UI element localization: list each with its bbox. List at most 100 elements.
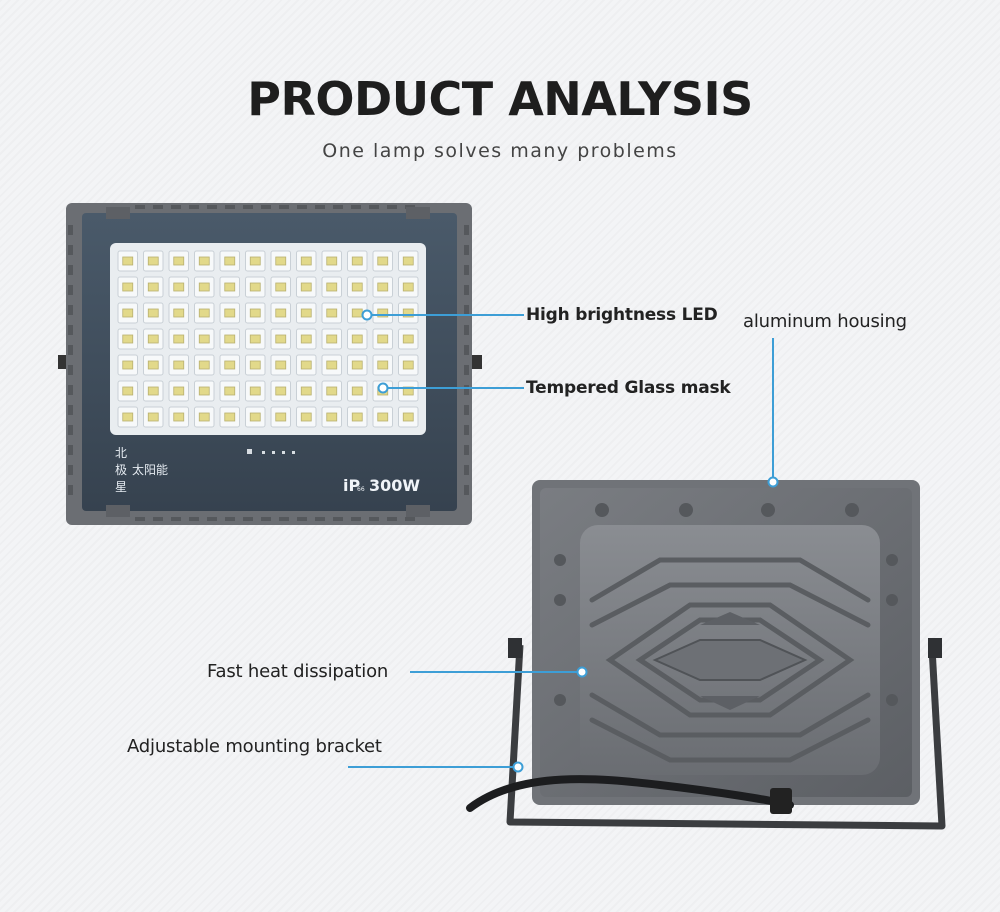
screw-bosses — [554, 503, 898, 706]
bracket-knob-right — [928, 638, 942, 658]
fin-tick — [405, 517, 415, 521]
clip — [406, 505, 430, 517]
led-chip — [351, 334, 363, 344]
led-chip — [377, 412, 389, 422]
led-chip — [173, 386, 185, 396]
led-chip — [326, 412, 338, 422]
fin-tick — [464, 285, 469, 295]
fin-tick — [68, 345, 73, 355]
fin-tick — [68, 405, 73, 415]
led-chip — [173, 334, 185, 344]
side-knob-right — [470, 355, 482, 369]
led-chip — [198, 256, 210, 266]
led-chip — [402, 308, 414, 318]
cable-gland — [770, 788, 792, 814]
led-chip — [377, 282, 389, 292]
led-chip — [326, 282, 338, 292]
ip-rating: iP — [343, 476, 360, 495]
fin-tick — [464, 365, 469, 375]
back-lamp — [466, 480, 946, 830]
clip — [106, 505, 130, 517]
led-chip — [300, 282, 312, 292]
power-cable — [466, 775, 794, 812]
fin-tick — [153, 205, 163, 209]
led-chip — [198, 412, 210, 422]
led-chip — [326, 308, 338, 318]
led-chip — [275, 334, 287, 344]
ip-rating-number: 66 — [357, 486, 365, 493]
fin-tick — [68, 385, 73, 395]
led-chip — [377, 308, 389, 318]
fin-tick — [261, 517, 271, 521]
fin-tick — [207, 517, 217, 521]
led-chip — [351, 282, 363, 292]
led-chip — [402, 334, 414, 344]
mounting-bracket — [506, 644, 946, 830]
led-chip — [275, 282, 287, 292]
led-chip — [122, 308, 134, 318]
led-chip — [249, 412, 261, 422]
fin-tick — [464, 425, 469, 435]
led-chip — [300, 412, 312, 422]
fin-tick — [464, 265, 469, 275]
led-chip — [198, 308, 210, 318]
fin-tick — [315, 205, 325, 209]
led-chip — [224, 308, 236, 318]
led-chip — [198, 360, 210, 370]
fin-tick — [243, 517, 253, 521]
fin-tick — [351, 205, 361, 209]
fin-tick — [333, 205, 343, 209]
fin-tick — [464, 345, 469, 355]
led-chip — [249, 360, 261, 370]
fin-tick — [189, 517, 199, 521]
led-chip — [173, 412, 185, 422]
led-chip — [249, 282, 261, 292]
page-title: PRODUCT ANALYSIS — [247, 72, 753, 126]
brand-char-3: 星 — [115, 480, 127, 494]
led-chip — [377, 334, 389, 344]
fin-tick — [297, 517, 307, 521]
fin-tick — [464, 245, 469, 255]
callout-lines — [348, 314, 774, 768]
led-chip — [224, 282, 236, 292]
fin-tick — [171, 517, 181, 521]
bracket-knob-left — [508, 638, 522, 658]
clip — [106, 207, 130, 219]
fin-tick — [171, 205, 181, 209]
fin-tick — [68, 425, 73, 435]
clip — [406, 207, 430, 219]
led-chip — [377, 256, 389, 266]
led-chip — [173, 308, 185, 318]
center-diamond — [652, 639, 808, 681]
fin-tick — [387, 517, 397, 521]
fin-tick — [369, 517, 379, 521]
callout-bracket: Adjustable mounting bracket — [127, 736, 382, 757]
led-chip — [402, 360, 414, 370]
heat-fins — [589, 557, 871, 763]
led-chip — [351, 360, 363, 370]
callout-dots — [361, 309, 779, 773]
brand-char-2: 极 — [115, 463, 127, 477]
callout-housing: aluminum housing — [743, 311, 907, 332]
led-chip — [351, 256, 363, 266]
led-chip — [326, 334, 338, 344]
power-label: 300W — [369, 476, 420, 495]
fin-tick — [279, 517, 289, 521]
fin-tick — [243, 205, 253, 209]
led-chip — [402, 256, 414, 266]
led-chip — [249, 308, 261, 318]
fin-tick — [279, 205, 289, 209]
led-chip — [275, 308, 287, 318]
fin-tick — [369, 205, 379, 209]
led-chip — [147, 360, 159, 370]
led-chip — [122, 334, 134, 344]
fin-tick — [351, 517, 361, 521]
fin-tick — [68, 265, 73, 275]
fin-tick — [464, 445, 469, 455]
led-chip — [300, 308, 312, 318]
fin-tick — [68, 325, 73, 335]
fin-tick — [464, 305, 469, 315]
callout-heat: Fast heat dissipation — [207, 661, 389, 682]
fin-tick — [225, 205, 235, 209]
led-chip — [173, 256, 185, 266]
